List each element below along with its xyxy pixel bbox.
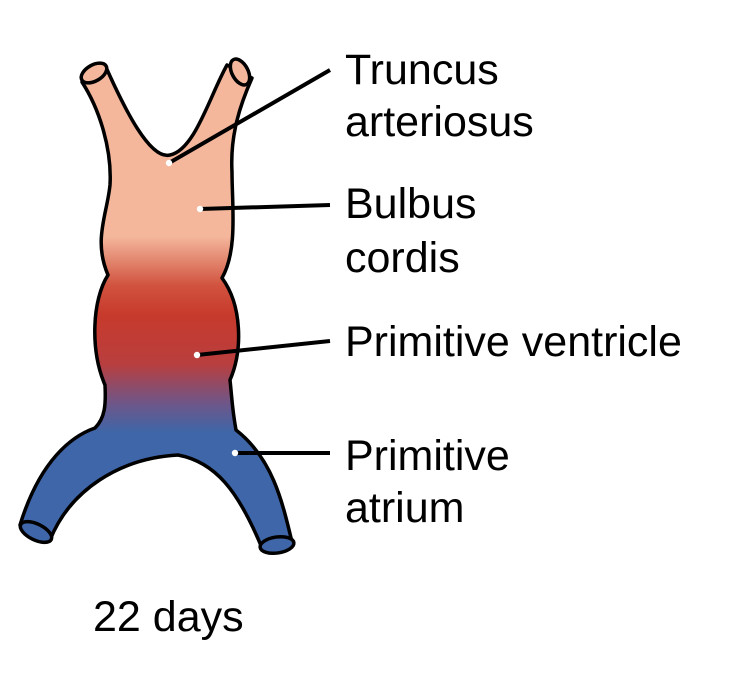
heart-tube (18, 63, 294, 550)
label-atrium-line2: atrium (345, 484, 464, 532)
atrium-left-end (18, 519, 54, 545)
label-bulbus-line1: Bulbus (345, 180, 476, 228)
leader-dot-bulbus (196, 205, 204, 213)
atrium-right-end (258, 534, 296, 556)
caption-age: 22 days (93, 593, 244, 641)
truncus-left-end (79, 61, 109, 85)
label-bulbus-line2: cordis (345, 234, 460, 282)
leader-primitive-ventricle (196, 339, 331, 357)
label-truncus-line1: Truncus (345, 46, 499, 94)
label-atrium-line1: Primitive (345, 432, 510, 480)
leader-dot-ventricle (193, 351, 201, 359)
label-truncus-line2: arteriosus (345, 98, 534, 146)
truncus-right-end (228, 57, 252, 87)
leader-truncus-arteriosus (167, 68, 332, 165)
leader-dot-atrium (231, 449, 239, 457)
label-primitive-ventricle: Primitive ventricle (345, 318, 682, 366)
leader-bulbus-cordis (199, 203, 331, 211)
leader-dot-truncus (165, 159, 173, 167)
